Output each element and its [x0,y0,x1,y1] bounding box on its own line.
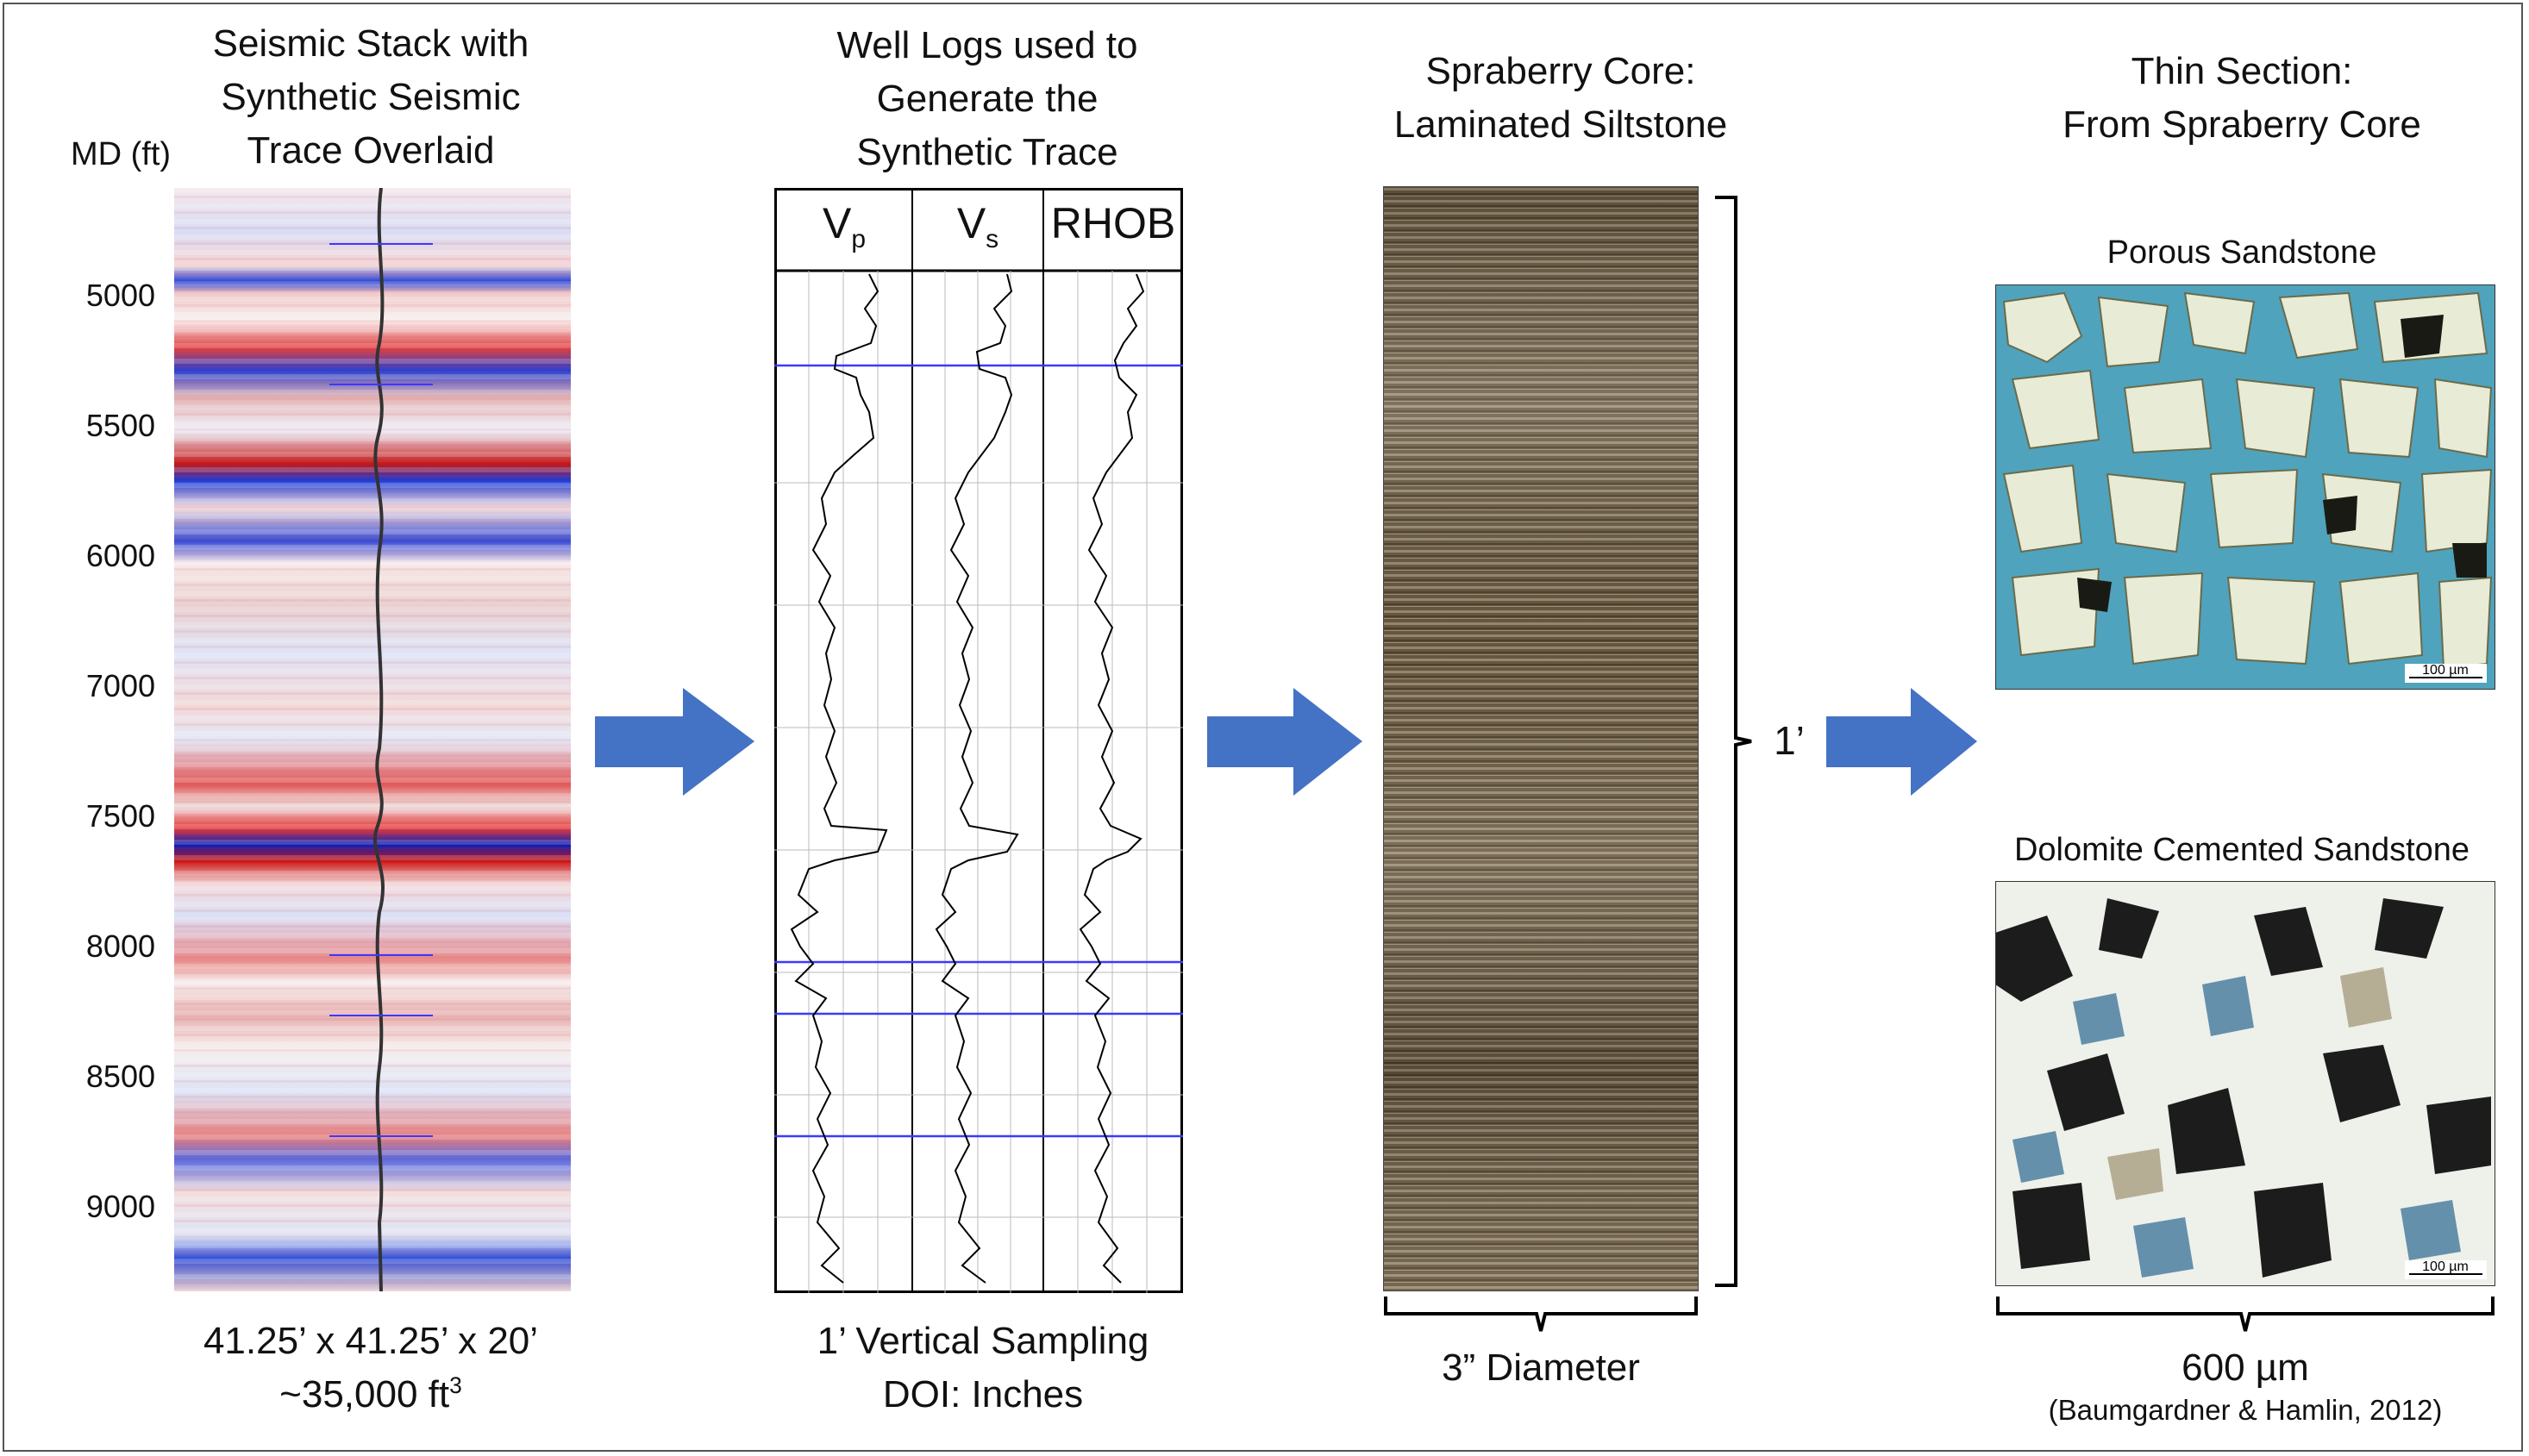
core-title-line-1: Spraberry Core: [1425,50,1696,92]
seismic-section-image [174,188,571,1291]
cubic-superscript: 3 [449,1372,462,1399]
dolomite-sandstone-image: 100 µm [1995,881,2495,1286]
seismic-title-line-1: Seismic Stack with [212,22,529,65]
log-header-vp: Vp [822,199,867,253]
tick-label: 7500 [85,798,155,834]
right-arrow-icon [1826,688,1977,796]
porous-sandstone-label: Porous Sandstone [2106,234,2377,271]
tick-label: 8000 [85,928,155,964]
seismic-volume-value: ~35,000 ft [279,1373,450,1415]
tick-label: 6000 [85,538,155,573]
axis-label-md: MD (ft) [70,136,172,172]
logs-caption-line-1: 1’ Vertical Sampling [817,1320,1149,1362]
core-diameter-label: 3” Diameter [1442,1347,1640,1389]
logs-title-line-2: Generate the [876,78,1099,120]
tick-label: 5000 [85,278,155,313]
core-title-line-2: Laminated Siltstone [1393,103,1728,146]
dolomite-sandstone-label: Dolomite Cemented Sandstone [2013,832,2470,868]
seismic-title-line-2: Synthetic Seismic [221,76,521,118]
core-height-label: 1’ [1774,718,1805,763]
logs-title-line-3: Synthetic Trace [856,131,1118,173]
log-header-rhob: RHOB [1050,199,1176,247]
tick-label: 5500 [85,408,155,443]
seismic-caption-line-2: ~35,000 ft3 [172,1368,569,1426]
tick-label: 7000 [85,668,155,703]
right-arrow-icon [595,688,754,796]
log-header-vs: Vs [956,199,999,253]
figure-border [3,3,2523,1452]
logs-caption-line-2: DOI: Inches [882,1373,1084,1415]
bracket-icon [1715,196,1752,1287]
scale-bar-label: 100 µm [2422,663,2469,678]
seismic-title-line-3: Trace Overlaid [247,129,495,172]
core-photo-image [1383,186,1699,1291]
porous-sandstone-image: 100 µm [1995,284,2495,690]
thin-title-line-2: From Spraberry Core [2063,103,2421,146]
seismic-caption-line-1: 41.25’ x 41.25’ x 20’ [203,1320,539,1362]
thin-width-label: 600 µm [2182,1347,2309,1389]
tick-label: 8500 [85,1059,155,1094]
logs-title-line-1: Well Logs used to [836,24,1138,66]
well-log-track [774,188,1183,1293]
citation: (Baumgardner & Hamlin, 2012) [2048,1394,2443,1426]
scale-bar-label: 100 µm [2422,1259,2469,1274]
thin-title-line-1: Thin Section: [2131,50,2353,92]
right-arrow-icon [1207,688,1362,796]
bracket-icon [1996,1297,2495,1332]
bracket-icon [1384,1297,1698,1332]
tick-label: 9000 [85,1189,155,1224]
